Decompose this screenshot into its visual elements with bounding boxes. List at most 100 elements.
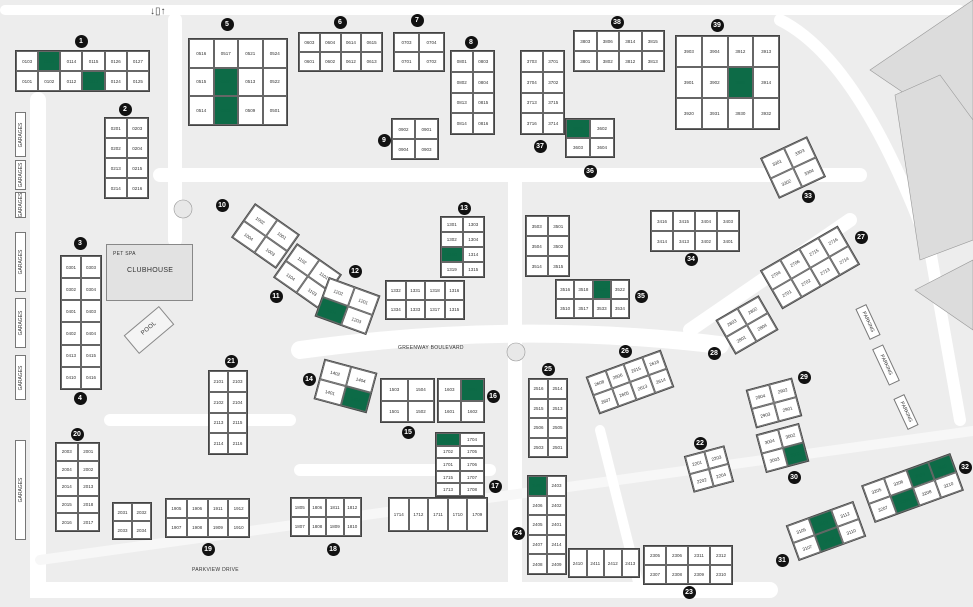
unit[interactable]: 2407 [528,534,547,555]
unit[interactable]: 2033 [113,521,132,539]
unit[interactable]: 2013 [77,478,99,496]
building-number-marker[interactable]: 29 [797,370,811,384]
unit[interactable]: 3813 [641,51,664,71]
unit[interactable]: 3502 [547,236,569,256]
building-number-marker[interactable]: 5 [220,17,234,31]
unit[interactable]: 3903 [676,36,702,67]
unit[interactable]: 1314 [462,247,484,262]
unit[interactable]: 0903 [415,139,438,159]
unit[interactable]: 1303 [462,217,484,232]
unit[interactable]: 2405 [528,515,547,535]
unit[interactable]: 2104 [228,391,247,413]
unit[interactable]: 3814 [619,31,642,51]
building-number-marker[interactable]: 26 [618,344,632,358]
unit[interactable]: 1805 [291,498,309,517]
unit[interactable]: 1333 [405,300,425,319]
unit-available[interactable]: 3520 [592,280,611,299]
unit[interactable]: 1334 [386,300,406,319]
unit[interactable]: 0602 [319,52,341,71]
building-number-marker[interactable]: 1 [74,34,88,48]
building-number-marker[interactable]: 4 [73,391,87,405]
building-number-marker[interactable]: 12 [348,264,362,278]
unit[interactable]: 0501 [262,96,287,125]
building-number-marker[interactable]: 16 [486,389,500,403]
unit[interactable]: 2411 [586,549,604,577]
building-number-marker[interactable]: 28 [707,346,721,360]
unit[interactable]: 0703 [394,33,419,52]
unit[interactable]: 2114 [209,433,228,454]
unit[interactable]: 1708 [460,483,484,496]
unit[interactable]: 1709 [467,498,487,531]
unit[interactable]: 3802 [596,51,619,71]
unit[interactable]: 3932 [753,98,779,129]
unit[interactable]: 3518 [574,280,593,299]
unit[interactable]: 2115 [228,412,247,434]
unit[interactable]: 2002 [77,460,99,479]
building-number-marker[interactable]: 27 [854,230,868,244]
building-number-marker[interactable]: 18 [326,542,340,556]
unit[interactable]: 2515 [529,398,548,418]
unit[interactable]: 0401 [61,300,81,323]
unit[interactable]: 0127 [126,51,149,71]
unit[interactable]: 0214 [105,178,127,198]
unit[interactable]: 0813 [451,92,473,114]
clubhouse[interactable]: PET SPA CLUBHOUSE [106,244,193,301]
unit[interactable]: 0517 [213,39,238,68]
unit[interactable]: 3515 [547,256,569,276]
unit[interactable]: 2501 [548,437,567,457]
unit[interactable]: 3904 [701,36,728,67]
unit[interactable]: 3403 [717,211,739,231]
unit[interactable]: 1304 [462,232,484,247]
unit[interactable]: 2004 [56,460,78,479]
unit[interactable]: 3517 [574,299,593,318]
unit[interactable]: 0402 [61,322,81,345]
unit[interactable]: 0216 [126,178,148,198]
unit[interactable]: 0301 [61,256,81,279]
unit[interactable]: 0604 [319,33,341,52]
unit[interactable]: 0213 [105,158,127,178]
unit[interactable]: 2402 [547,495,566,516]
unit[interactable]: 3701 [542,51,564,72]
unit[interactable]: 2308 [666,565,688,584]
building-number-marker[interactable]: 6 [333,15,347,29]
unit[interactable]: 0124 [104,71,127,91]
building-number-marker[interactable]: 14 [302,372,316,386]
building-number-marker[interactable]: 20 [70,427,84,441]
unit[interactable]: 3416 [651,211,673,231]
unit[interactable]: 3415 [673,211,695,231]
unit[interactable]: 0901 [415,119,438,139]
building-number-marker[interactable]: 31 [775,553,789,567]
unit[interactable]: 2305 [644,546,666,565]
unit[interactable]: 0816 [472,113,494,134]
unit[interactable]: 2116 [228,433,247,454]
building-number-marker[interactable]: 32 [958,460,972,474]
unit[interactable]: 1704 [460,433,484,446]
unit[interactable]: 0814 [451,113,473,134]
unit[interactable]: 0615 [361,33,382,52]
building-number-marker[interactable]: 30 [787,470,801,484]
unit[interactable]: 1706 [460,458,484,471]
unit[interactable]: 0904 [392,139,415,159]
unit[interactable]: 1601 [438,400,461,422]
unit-available[interactable]: 3911 [727,67,754,98]
unit[interactable]: 0410 [61,366,81,389]
unit[interactable]: 3714 [542,113,564,134]
unit[interactable]: 2016 [56,513,78,531]
building-number-marker[interactable]: 17 [488,479,502,493]
unit[interactable]: 2408 [528,554,547,574]
unit[interactable]: 1908 [186,518,208,537]
unit[interactable]: 0403 [81,300,101,323]
unit[interactable]: 3414 [651,231,673,251]
unit[interactable]: 0601 [299,52,320,71]
unit[interactable]: 0613 [361,52,382,71]
unit[interactable]: 0603 [299,33,320,52]
unit[interactable]: 3533 [592,299,611,318]
unit[interactable]: 1501 [381,400,408,422]
unit[interactable]: 3902 [701,67,728,98]
unit[interactable]: 3901 [676,67,702,98]
unit[interactable]: 2307 [644,565,666,584]
unit[interactable]: 1331 [405,281,425,300]
unit[interactable]: 2414 [547,534,566,555]
unit[interactable]: 0802 [451,71,473,93]
unit-available[interactable]: 0518 [213,67,238,97]
